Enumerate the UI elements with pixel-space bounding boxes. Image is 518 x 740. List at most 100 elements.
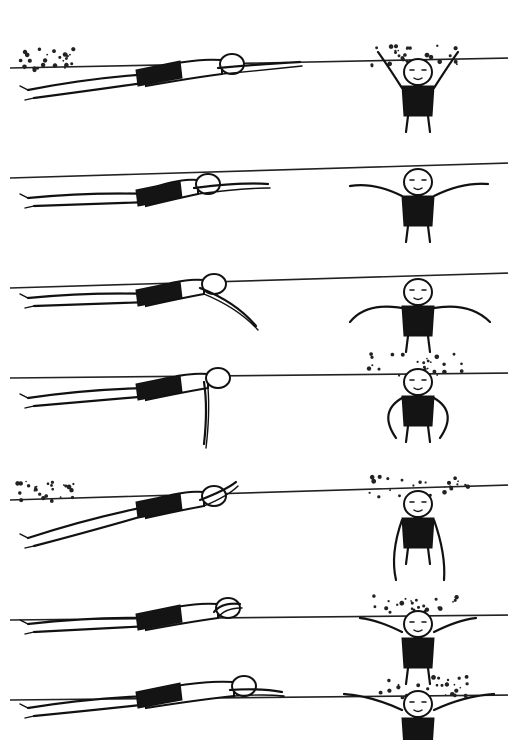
- front-swimmer-left-arm: [350, 307, 402, 322]
- front-swimsuit: [402, 518, 434, 548]
- front-swimsuit: [402, 86, 434, 116]
- swimmer-arm-edge: [204, 294, 258, 330]
- splash-droplet: [28, 59, 32, 63]
- stroke-phase-panel-1: [10, 44, 508, 132]
- swimmer-leg-lower: [34, 302, 150, 306]
- splash-droplet: [369, 352, 373, 356]
- swimmer-feet: [20, 194, 34, 208]
- splash-droplet: [18, 491, 21, 494]
- front-swimmer-legs: [406, 668, 430, 684]
- splash-droplet: [387, 679, 390, 682]
- swimmer-head: [206, 368, 230, 388]
- splash-droplet: [394, 44, 398, 48]
- front-swimmer-legs: [406, 116, 430, 132]
- splash-droplet: [62, 60, 64, 62]
- swimmer-feet: [20, 86, 34, 100]
- splash-droplet: [431, 675, 436, 680]
- splash-droplet: [397, 50, 399, 52]
- splash-droplet: [374, 605, 377, 608]
- splash-droplet: [447, 679, 449, 681]
- swimmer-arm-edge: [234, 695, 284, 696]
- splash-droplet: [429, 55, 433, 59]
- splash-droplet: [426, 687, 429, 690]
- splash-droplet: [71, 47, 75, 51]
- splash-droplet: [69, 54, 71, 56]
- splash-droplet: [25, 481, 27, 483]
- splash-droplet: [449, 54, 452, 57]
- stroke-phase-panel-4: [10, 352, 508, 448]
- splash-droplet: [23, 50, 27, 54]
- splash-droplet: [371, 364, 373, 366]
- swimmer-leg-lower: [34, 202, 150, 206]
- splash-droplet: [436, 374, 438, 376]
- splash-droplet: [378, 368, 381, 371]
- splash-droplet: [398, 374, 400, 376]
- splash-droplet: [412, 484, 414, 486]
- front-swimmer-legs: [406, 226, 430, 242]
- swimmer-feet: [20, 294, 34, 308]
- front-swimmer-right-arm: [434, 618, 476, 632]
- splash-droplet: [51, 488, 54, 491]
- splash-droplet: [466, 682, 469, 685]
- splash-droplet: [427, 360, 430, 363]
- splash-droplet: [370, 356, 373, 359]
- splash-droplet: [36, 67, 39, 70]
- splash-droplet: [389, 611, 392, 614]
- splash-droplet: [460, 363, 463, 366]
- splash-droplet: [442, 490, 447, 495]
- front-swimmer-left-arm: [360, 618, 402, 632]
- splash-droplet: [401, 353, 405, 357]
- water-surface-line: [10, 373, 508, 378]
- splash-droplet: [425, 53, 430, 58]
- splash-droplet: [38, 493, 41, 496]
- splash-droplet: [34, 490, 36, 492]
- splash-droplet: [387, 689, 391, 693]
- splash-droplet: [43, 58, 47, 62]
- splash-droplet: [466, 485, 470, 489]
- splash-droplet: [437, 60, 442, 65]
- splash-droplet: [458, 677, 461, 680]
- splash-droplet: [389, 489, 391, 491]
- front-swimmer-head: [404, 611, 432, 637]
- water-surface-line: [10, 163, 508, 178]
- splash-droplet: [444, 486, 446, 488]
- swimmer-head: [220, 54, 244, 74]
- splash-droplet: [445, 682, 449, 686]
- splash-droplet: [63, 52, 68, 57]
- swimmer-leg-upper: [28, 506, 150, 538]
- swimmer-leg-upper: [28, 194, 150, 199]
- splash-droplet: [426, 358, 428, 360]
- splash-droplet: [22, 65, 27, 70]
- splash-droplet: [396, 604, 398, 606]
- front-swimmer-legs: [406, 336, 430, 352]
- splash-droplet: [418, 481, 421, 484]
- splash-droplet: [32, 68, 36, 72]
- front-swimmer-right-arm: [434, 184, 488, 196]
- front-swimsuit: [402, 638, 434, 668]
- splash-droplet: [445, 694, 447, 696]
- swimmer-arm: [204, 382, 206, 444]
- splash-droplet: [408, 46, 411, 49]
- splash-droplet: [60, 496, 62, 498]
- splash-droplet: [401, 479, 404, 482]
- splash-droplet: [19, 498, 23, 502]
- splash-droplet: [430, 361, 432, 363]
- splash-droplet: [19, 59, 23, 63]
- swimmer-head: [202, 486, 226, 506]
- splash-droplet: [435, 598, 438, 601]
- splash-droplet: [70, 62, 73, 65]
- splash-droplet: [427, 368, 429, 370]
- splash-droplet: [406, 48, 408, 50]
- water-surface-line: [10, 695, 508, 700]
- splash-droplet: [372, 594, 375, 597]
- splash-droplet: [422, 605, 425, 608]
- splash-droplet: [454, 46, 458, 50]
- splash-droplet: [454, 595, 458, 599]
- front-swimmer-legs: [406, 548, 430, 564]
- water-surface-line: [10, 58, 508, 68]
- splash-droplet: [65, 57, 68, 60]
- front-swimmer-head: [404, 491, 432, 517]
- splash-droplet: [417, 361, 419, 363]
- front-swimmer-left-arm: [350, 185, 402, 196]
